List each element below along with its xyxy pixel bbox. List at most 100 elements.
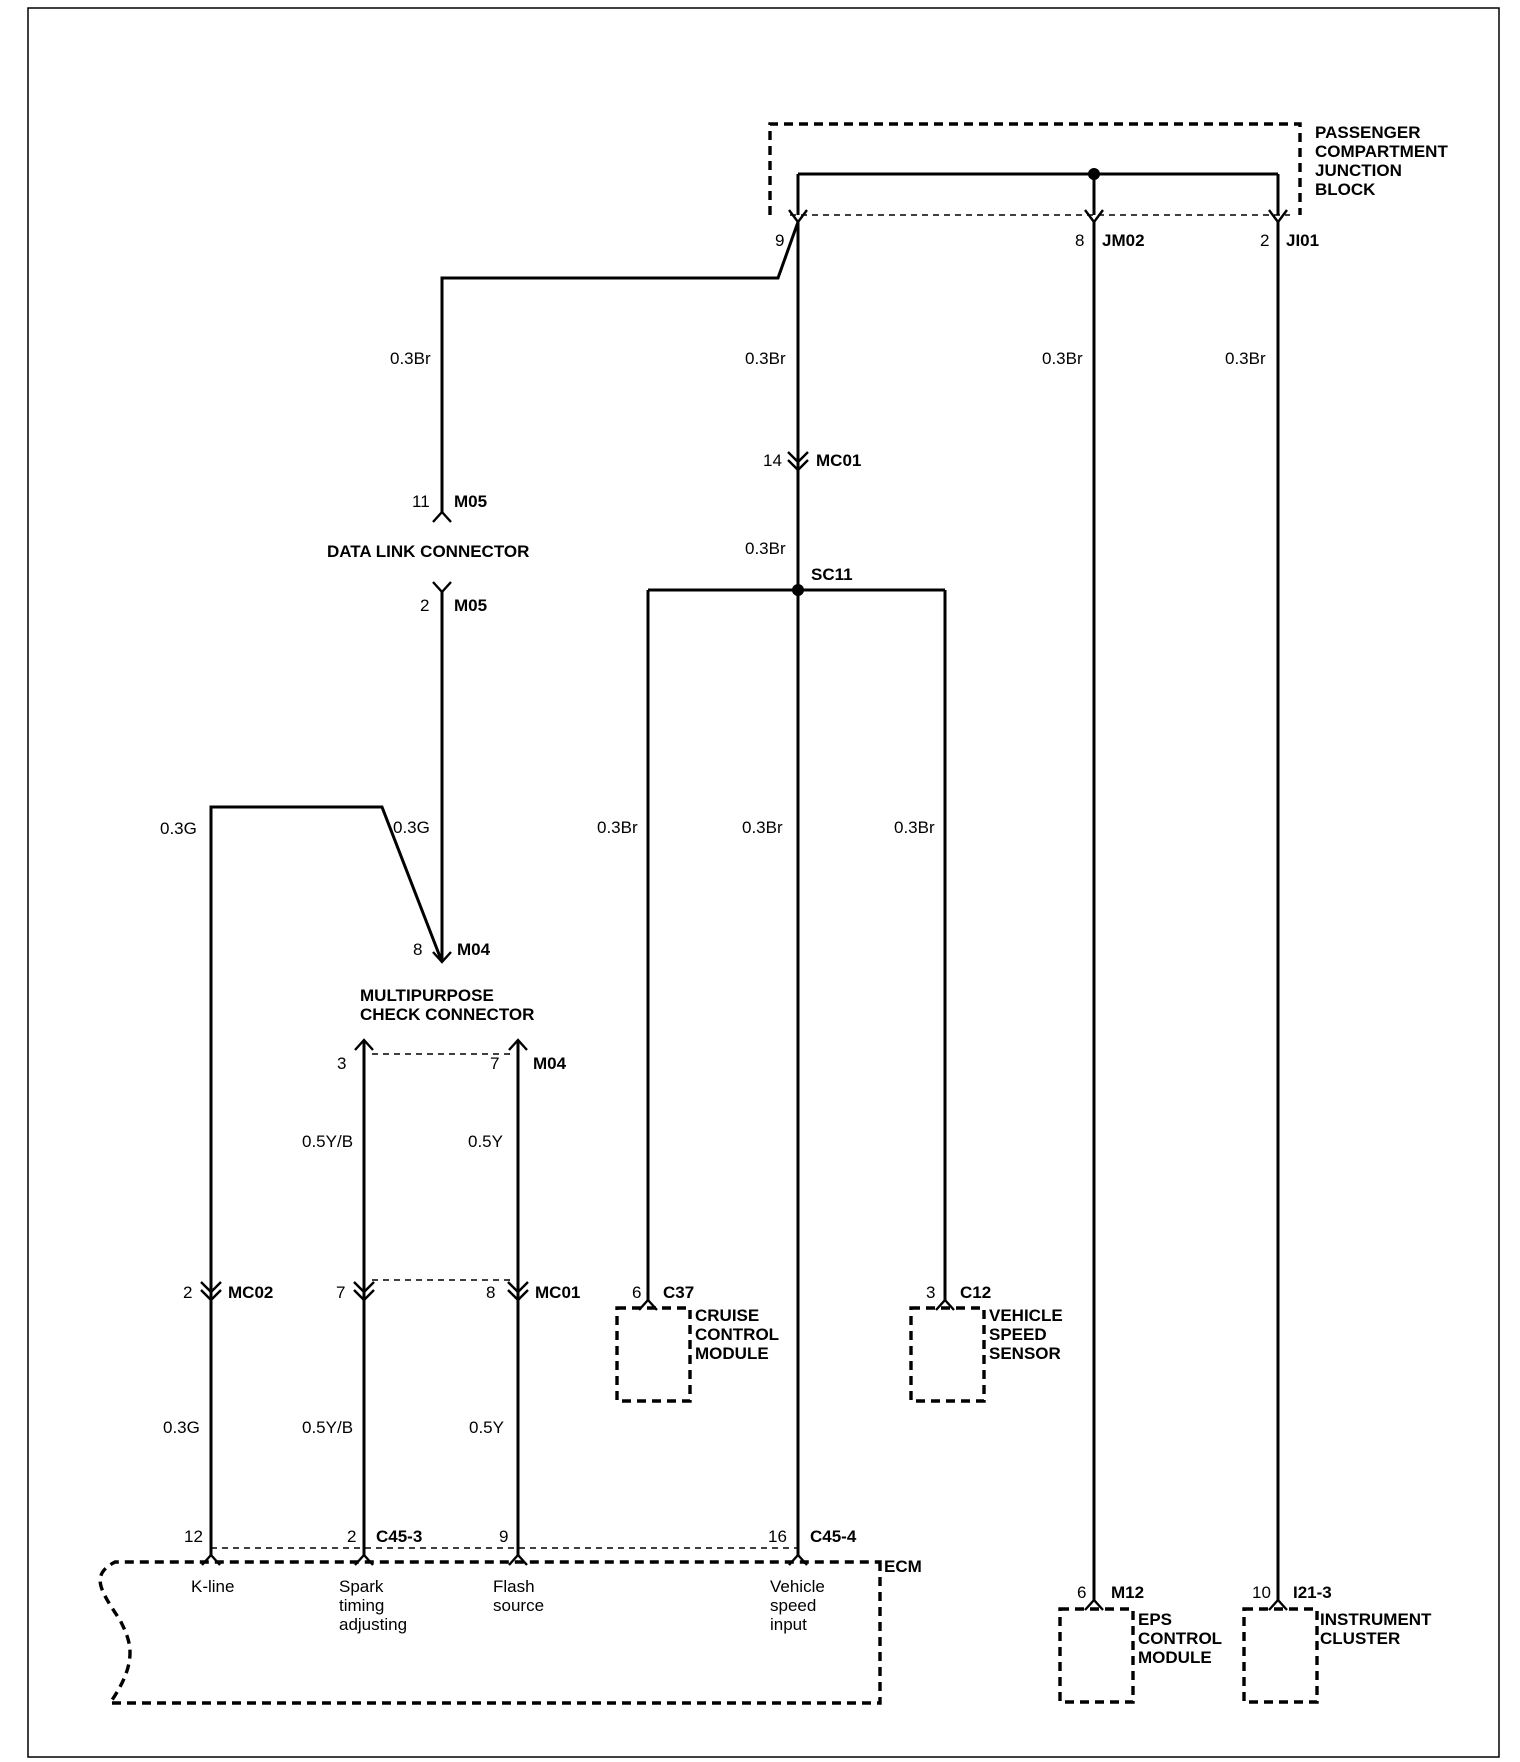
ecm-pin2: [354, 1553, 374, 1566]
wire-label-kline-lower: 0.3G: [163, 1418, 200, 1437]
junction-block-label-line1: PASSENGER: [1315, 123, 1421, 142]
junction-block-label-line4: BLOCK: [1315, 180, 1376, 199]
ecm-terminal-spark-line2: timing: [339, 1596, 384, 1615]
connector-c45-4-label: C45-4: [810, 1527, 857, 1546]
connector-mc01-pin8: [507, 1281, 529, 1302]
pin-7-mc-label: 7: [336, 1283, 345, 1302]
page-frame: [27, 7, 1500, 1758]
connector-jm02-label: JM02: [1102, 231, 1145, 250]
pin-3-c12-label: 3: [926, 1283, 935, 1302]
connector-ji01-label: JI01: [1286, 231, 1319, 250]
pin-2-label: 2: [1260, 231, 1269, 250]
instrument-cluster-label-line2: CLUSTER: [1320, 1629, 1400, 1648]
connector-c12-label: C12: [960, 1283, 991, 1302]
ecm-pin9: [508, 1553, 528, 1566]
pin-7-m04-label: 7: [490, 1054, 499, 1073]
ecm-terminal-vspeed-line2: speed: [770, 1596, 816, 1615]
wire-label-vss: 0.3Br: [894, 818, 935, 837]
wire-label-vspeed: 0.3Br: [742, 818, 783, 837]
ecm-pin12: [201, 1553, 221, 1566]
junction-block: PASSENGER COMPARTMENT JUNCTION BLOCK: [768, 122, 1448, 216]
wire-label-spark-lower: 0.5Y/B: [302, 1418, 353, 1437]
connector-c37-label: C37: [663, 1283, 694, 1302]
connector-m05-label-bottom: M05: [454, 596, 487, 615]
junction-block-label-line2: COMPARTMENT: [1315, 142, 1448, 161]
splice-sc11-node: [792, 584, 804, 596]
splice-sc11-label: SC11: [811, 565, 853, 584]
pin-10-label: 10: [1252, 1583, 1271, 1602]
pin-8-mc01-label: 8: [486, 1283, 495, 1302]
wire-label-main-upper: 0.3Br: [745, 349, 786, 368]
ecm-terminal-vspeed-line3: input: [770, 1615, 807, 1634]
eps-control-module-label-line3: MODULE: [1138, 1648, 1212, 1667]
junction-block-label-line3: JUNCTION: [1315, 161, 1402, 180]
vehicle-speed-sensor-label-line3: SENSOR: [989, 1344, 1061, 1363]
pin-11-label: 11: [412, 492, 430, 511]
connector-mc-pin7: [353, 1281, 375, 1302]
wire-kline: [209, 805, 444, 1555]
wire-label-flash-lower: 0.5Y: [469, 1418, 504, 1437]
connector-m05-pin2: [432, 581, 452, 594]
wire-label-cruise: 0.3Br: [597, 818, 638, 837]
vehicle-speed-sensor-label-line2: SPEED: [989, 1325, 1047, 1344]
pin-16-label: 16: [768, 1527, 787, 1546]
cruise-control-module-label-line3: MODULE: [695, 1344, 769, 1363]
pin-6-c37-label: 6: [632, 1283, 641, 1302]
cruise-control-module-label-line1: CRUISE: [695, 1306, 759, 1325]
connector-m04-label-bottom: M04: [533, 1054, 567, 1073]
eps-control-module-label-line2: CONTROL: [1138, 1629, 1222, 1648]
multipurpose-check-connector-label-line2: CHECK CONNECTOR: [360, 1005, 534, 1024]
connector-m12-pin6: [1084, 1598, 1104, 1611]
multipurpose-check-connector-label-line1: MULTIPURPOSE: [360, 986, 494, 1005]
ecm-terminal-spark-line1: Spark: [339, 1577, 384, 1596]
ecm-terminal-flash-line1: Flash: [493, 1577, 535, 1596]
connector-mc02-pin2: [200, 1281, 222, 1302]
junction-node: [1088, 168, 1100, 180]
ecm-terminal-kline: K-line: [191, 1577, 234, 1596]
ecm-box: [98, 1560, 882, 1705]
wire-label-dlc: 0.3Br: [390, 349, 431, 368]
data-link-connector-label: DATA LINK CONNECTOR: [327, 542, 529, 561]
pin-9-label: 9: [775, 231, 784, 250]
pin-8-m04-label: 8: [413, 940, 422, 959]
pin-2-m05-label: 2: [420, 596, 429, 615]
connector-mc01-pin14: [787, 451, 809, 472]
connector-m04-label-top: M04: [457, 940, 491, 959]
pin-12-label: 12: [184, 1527, 203, 1546]
ecm-terminal-flash-line2: source: [493, 1596, 544, 1615]
connector-m05-label-top: M05: [454, 492, 487, 511]
wire-label-spark-upper: 0.5Y/B: [302, 1132, 353, 1151]
wire-label-cluster: 0.3Br: [1225, 349, 1266, 368]
connector-mc02-label: MC02: [228, 1283, 273, 1302]
wire-to-dlc: [440, 221, 800, 512]
pin-9-ecm-label: 9: [499, 1527, 508, 1546]
connector-i21-3-label: I21-3: [1293, 1583, 1332, 1602]
connector-c45-3-label: C45-3: [376, 1527, 422, 1546]
pin-2-mc02-label: 2: [183, 1283, 192, 1302]
connector-i21-pin10: [1268, 1598, 1288, 1611]
vehicle-speed-sensor-box: [909, 1306, 986, 1403]
eps-control-module-label-line1: EPS: [1138, 1610, 1172, 1629]
pin-2-ecm-label: 2: [347, 1527, 356, 1546]
pin-3-label: 3: [337, 1054, 346, 1073]
cruise-control-module-box: [615, 1306, 692, 1403]
connector-m12-label: M12: [1111, 1583, 1144, 1602]
cruise-control-module-label-line2: CONTROL: [695, 1325, 779, 1344]
wire-label-main-mid: 0.3Br: [745, 539, 786, 558]
connector-m05-pin11: [432, 510, 452, 523]
instrument-cluster-box: [1242, 1607, 1319, 1704]
wire-label-flash-upper: 0.5Y: [468, 1132, 503, 1151]
pin-6-m12-label: 6: [1077, 1583, 1086, 1602]
wire-label-eps: 0.3Br: [1042, 349, 1083, 368]
pin-8-label: 8: [1075, 231, 1084, 250]
ecm-terminal-vspeed-line1: Vehicle: [770, 1577, 825, 1596]
connector-m04-pin8: [432, 951, 452, 964]
connector-mc01-label: MC01: [816, 451, 861, 470]
connector-mc01-label-lower: MC01: [535, 1283, 580, 1302]
connector-c12-pin3: [935, 1298, 955, 1311]
wire-label-kline-upper: 0.3G: [160, 819, 197, 838]
ecm-pin16: [788, 1553, 808, 1566]
ecm-label: ECM: [884, 1557, 922, 1576]
pin-14-label: 14: [763, 451, 782, 470]
